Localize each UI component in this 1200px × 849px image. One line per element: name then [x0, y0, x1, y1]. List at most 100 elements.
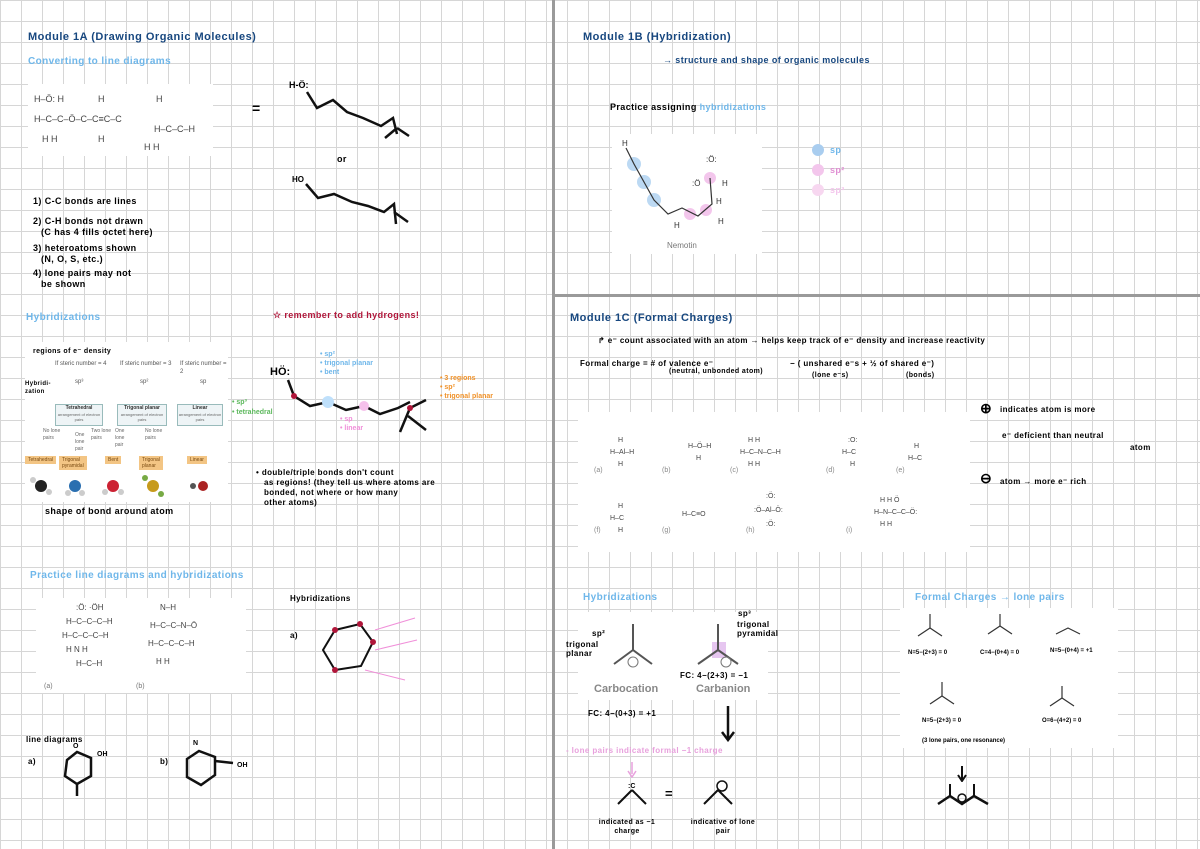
fc-formula-mid-sub: (neutral, unbonded atom)	[669, 368, 763, 375]
carbocation-card: Carbocation Carbanion	[578, 612, 768, 700]
steric-2: If steric number = 2	[180, 361, 227, 375]
structural-formula-svg: H–Ö: H H–C–C–Ö–C–C≡C–C H H H H H H–C–C–H…	[34, 94, 195, 152]
svg-text:H–C–C–Ö–C–C≡C–C: H–C–C–Ö–C–C≡C–C	[34, 114, 122, 124]
svg-text:H: H	[716, 197, 722, 206]
legend-sp2: sp²	[812, 164, 845, 176]
svg-text:H–C–C–C–H: H–C–C–C–H	[62, 631, 109, 640]
svg-text:(f): (f)	[594, 527, 601, 534]
shape-trig-planar: Trigonal planar	[139, 456, 163, 470]
line-a-marker: a)	[28, 757, 36, 766]
hybridizations-heading: Hybridizations	[26, 312, 101, 323]
svg-text:H: H	[98, 134, 105, 144]
practice-assigning: Practice assigning hybridizations	[610, 102, 767, 112]
svg-text:H N H: H N H	[66, 645, 88, 654]
sp3-label: sp³	[738, 609, 752, 618]
svg-text:H H: H H	[42, 134, 58, 144]
svg-text:C=4−(0+4) = 0: C=4−(0+4) = 0	[980, 650, 1020, 656]
line-diagram-2: HO	[292, 175, 409, 225]
legend-sp3: sp³	[812, 184, 845, 196]
hyb-legend: sp sp² sp³	[812, 144, 845, 196]
svg-text:H: H	[674, 221, 680, 230]
fc-formula-rhs: − ( unshared e⁻s + ½ of shared e⁻)	[790, 359, 935, 368]
line-b-marker: b)	[160, 757, 169, 766]
svg-text:H H: H H	[156, 657, 170, 666]
svg-text:OH: OH	[97, 751, 108, 758]
hyb-practice-drawing	[321, 617, 418, 681]
svg-text::Ö: :Ö	[692, 179, 700, 188]
horizontal-divider	[552, 294, 1200, 297]
legend-sp3-dot	[812, 184, 824, 196]
svg-text:(b): (b)	[662, 467, 671, 474]
svg-text:H: H	[914, 443, 919, 450]
colored-molecule: HÖ:	[270, 365, 427, 433]
minus-icon: ⊖	[980, 470, 992, 486]
nemotin-svg: H:Ö::Ö HHH H Nemotin	[622, 139, 728, 250]
svg-text:(d): (d)	[826, 467, 835, 474]
anion-drawing-1: :C	[617, 783, 647, 805]
svg-text::Ö–Al–Ö:: :Ö–Al–Ö:	[754, 506, 783, 514]
hyb-heading-2: Hybridizations	[583, 592, 658, 603]
one-lone-1: One lone pair	[75, 432, 85, 452]
fc-down-arrow-icon	[957, 766, 967, 782]
orange-notes: • 3 regions • sp² • trigonal planar	[440, 375, 494, 400]
hyb-sp3: sp³	[75, 379, 84, 385]
rule-1: 1) C-C bonds are lines	[33, 196, 137, 206]
svg-text::C: :C	[628, 783, 635, 790]
svg-text:H–C–C–C–H: H–C–C–C–H	[148, 639, 195, 648]
practice-heading: Practice line diagrams and hybridization…	[30, 570, 244, 581]
panel-labels: (a) (b) (c) (d) (e) (f) (g) (h) (i)	[594, 467, 905, 534]
svg-text:H–N–C–C–Ö:: H–N–C–C–Ö:	[874, 508, 917, 516]
regions-label: regions of e⁻ density	[33, 348, 112, 355]
practice-molecules-card: :Ö: ·ÖH H–C–C–C–H H–C–C–C–H H N H H–C–H …	[36, 598, 246, 693]
line-diagrams-heading: line diagrams	[26, 735, 83, 744]
arr-trigonal-box: Trigonal planar arrangement of electron …	[117, 404, 167, 426]
svg-text:N=5−(0+4) = +1: N=5−(0+4) = +1	[1050, 648, 1093, 654]
practice-hyb-label: Hybridizations	[290, 594, 351, 603]
svg-text::Ö:: :Ö:	[766, 492, 775, 500]
legend-sp2-dot	[812, 164, 824, 176]
practice-a-label: (a)	[44, 683, 53, 690]
rule-3-detail: (N, O, S, etc.)	[41, 254, 104, 264]
svg-text:H–Al–H: H–Al–H	[610, 449, 634, 456]
svg-text:H–C: H–C	[610, 515, 624, 522]
hybridization-chart: regions of e⁻ density Hybridi-zation If …	[25, 342, 228, 502]
trig-pyr-label: trigonal pyramidal	[737, 620, 779, 638]
trig-planar-label: trigonal planar	[566, 640, 599, 658]
svg-text:N=5−(2+3) = 0: N=5−(2+3) = 0	[908, 650, 948, 656]
svg-text:H–C–C–C–H: H–C–C–C–H	[66, 617, 113, 626]
steric-3: If steric number = 3	[120, 361, 172, 367]
svg-text:(i): (i)	[846, 527, 852, 534]
svg-text::Ö:: :Ö:	[766, 520, 775, 528]
svg-text:H–C: H–C	[842, 449, 856, 456]
fc-formula: Formal charge = # of valence e⁻	[580, 359, 714, 368]
fc-panels-svg: HH–Al–HH H–Ö–HH H HH–C–N–C–HH H :O:H–CH …	[594, 437, 922, 534]
svg-text:H H: H H	[144, 142, 160, 152]
svg-text:H–C≡O: H–C≡O	[682, 511, 706, 518]
svg-text:H: H	[98, 94, 105, 104]
converting-heading: Converting to line diagrams	[28, 56, 172, 67]
down-arrow-icon	[721, 706, 735, 742]
svg-text:(3 lone pairs, one resonance): (3 lone pairs, one resonance)	[922, 738, 1005, 744]
line-diagram-1: H-Ö:	[289, 80, 410, 139]
anion-drawing-2	[703, 780, 733, 805]
svg-text:H–C–H: H–C–H	[76, 659, 102, 668]
arr-linear-box: Linear arrangement of electron pairs	[177, 404, 223, 426]
arr-tetrahedral-box: Tetrahedral arrangement of electron pair…	[55, 404, 103, 426]
svg-text:H: H	[618, 437, 623, 444]
carbocation-svg: Carbocation Carbanion	[594, 624, 751, 695]
svg-text:H: H	[696, 455, 701, 462]
practice-molecules-svg: :Ö: ·ÖH H–C–C–C–H H–C–C–C–H H N H H–C–H …	[44, 603, 197, 690]
module-1b-title: Module 1B (Hybridization)	[583, 31, 732, 43]
vsepr-models	[30, 475, 208, 497]
svg-text:H: H	[618, 461, 623, 468]
fc-right-eq: FC: 4−(2+3) = −1	[680, 671, 749, 680]
plus-icon: ⊕	[980, 400, 992, 416]
legend-sp-dot	[812, 144, 824, 156]
svg-text:(e): (e)	[896, 467, 905, 474]
structural-formula-card: H–Ö: H H–C–C–Ö–C–C≡C–C H H H H H H–C–C–H…	[28, 84, 213, 156]
practice-a-marker: a)	[290, 631, 298, 640]
fc-lone-pairs-card: N=5−(2+3) = 0 C=4−(0+4) = 0 N=5−(0+4) = …	[900, 608, 1118, 748]
fc-lone-pairs-svg: N=5−(2+3) = 0 C=4−(0+4) = 0 N=5−(0+4) = …	[908, 614, 1093, 744]
